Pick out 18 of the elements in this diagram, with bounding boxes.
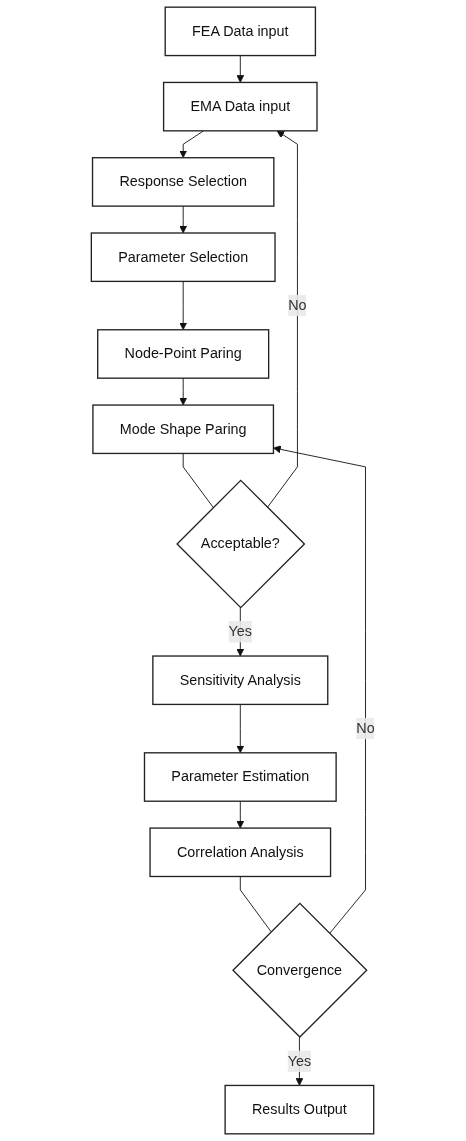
connector <box>182 453 214 508</box>
node-box: Sensitivity Analysis <box>152 655 329 706</box>
node-box: Mode Shape Paring <box>92 404 275 455</box>
node-box: Parameter Estimation <box>143 752 337 802</box>
edge-label: No <box>356 720 375 736</box>
node-box: Parameter Selection <box>90 232 276 283</box>
edge-label: Yes <box>287 1053 312 1069</box>
edge-label: No <box>288 297 307 313</box>
node-box: Node-Point Paring <box>97 329 270 379</box>
node-diamond: Acceptable? <box>176 479 306 609</box>
node-box: Response Selection <box>91 157 275 207</box>
node-box: FEA Data input <box>164 6 317 57</box>
node-diamond: Convergence <box>232 902 368 1038</box>
node-box: Correlation Analysis <box>149 827 332 878</box>
node-box: EMA Data input <box>162 81 318 132</box>
connector <box>239 876 272 933</box>
edge-label: Yes <box>228 623 252 640</box>
node-box: Results Output <box>224 1084 375 1135</box>
